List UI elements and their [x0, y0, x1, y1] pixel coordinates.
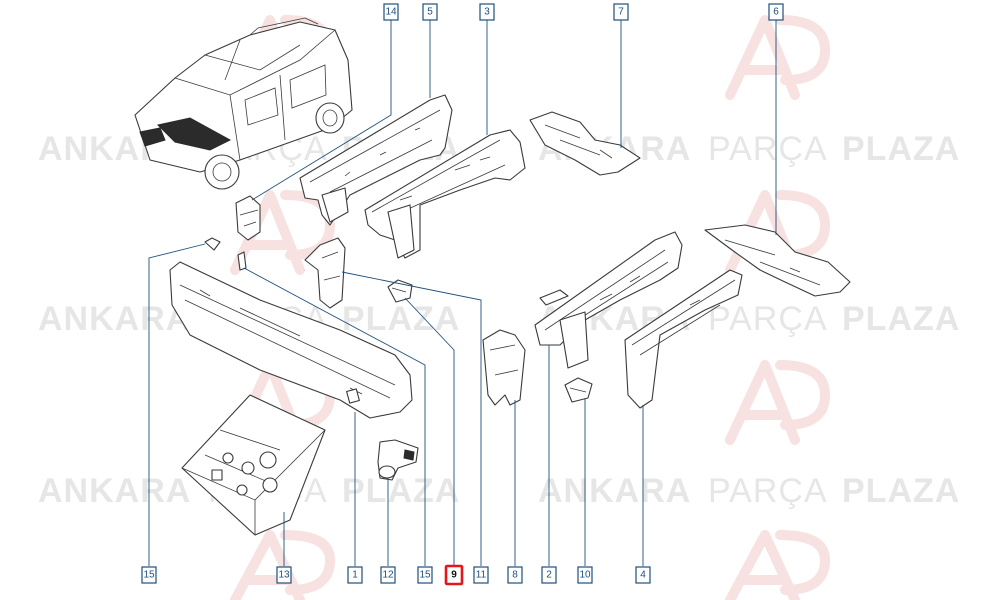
- watermark-word: PLAZA: [842, 130, 960, 168]
- watermark-word: PLAZA: [342, 472, 460, 510]
- svg-text:4: 4: [640, 570, 646, 581]
- svg-text:1: 1: [352, 570, 358, 581]
- watermark-logo-icon: [725, 360, 830, 445]
- callout-12: 12: [380, 566, 396, 584]
- callout-8: 8: [507, 566, 523, 584]
- svg-text:14: 14: [385, 7, 397, 18]
- svg-text:7: 7: [618, 7, 624, 18]
- watermark-word: PLAZA: [342, 300, 460, 338]
- svg-text:9: 9: [451, 570, 457, 581]
- part-1-cross-member: [169, 261, 413, 419]
- watermark-logo-icon: [725, 530, 830, 600]
- watermark-word: PLAZA: [842, 300, 960, 338]
- callout-9-highlighted: 9: [444, 564, 464, 586]
- part-13-fastener-kit: [181, 394, 326, 536]
- callout-11: 11: [473, 566, 489, 584]
- part-10-clip: [564, 377, 593, 403]
- watermark-word: ANKARA: [38, 472, 191, 510]
- svg-text:13: 13: [278, 570, 290, 581]
- callout-10: 10: [577, 566, 593, 584]
- watermark-word: PLAZA: [842, 472, 960, 510]
- watermark-word: ANKARA: [38, 300, 191, 338]
- callout-1: 1: [347, 566, 363, 584]
- callout-2: 2: [541, 566, 557, 584]
- svg-text:2: 2: [546, 570, 552, 581]
- watermark-word: PARÇA: [708, 472, 828, 510]
- svg-text:15: 15: [143, 570, 155, 581]
- part-6-wheel-arch-panel: [704, 224, 851, 297]
- callout-15-left: 15: [141, 566, 157, 584]
- part-3-side-member: [364, 129, 526, 259]
- svg-text:10: 10: [579, 570, 591, 581]
- part-8-bracket: [482, 329, 526, 406]
- part-7-wheel-arch-panel: [529, 111, 641, 176]
- callout-6: 6: [768, 3, 784, 21]
- part-2-side-member: [534, 231, 683, 369]
- svg-text:8: 8: [512, 570, 518, 581]
- svg-text:12: 12: [382, 570, 394, 581]
- part-4-rail: [624, 269, 743, 409]
- watermark-word: PARÇA: [708, 300, 828, 338]
- vehicle-reference-drawing: [134, 17, 353, 190]
- watermark-logo-icon: [725, 15, 830, 100]
- callout-3: 3: [479, 3, 495, 21]
- part-5-upper-rail: [299, 94, 453, 226]
- watermark-word: PARÇA: [708, 130, 828, 168]
- part-15-fastener: [204, 237, 247, 271]
- svg-text:11: 11: [476, 570, 487, 581]
- watermark-word: ANKARA: [538, 472, 691, 510]
- leader-lines: [148, 20, 777, 566]
- part-14-bracket: [235, 195, 261, 241]
- svg-text:3: 3: [484, 7, 490, 18]
- callout-5: 5: [422, 3, 438, 21]
- callout-13: 13: [276, 566, 292, 584]
- callout-4: 4: [635, 566, 651, 584]
- part-11-bracket: [304, 237, 346, 309]
- callout-15-right: 15: [417, 566, 433, 584]
- svg-text:15: 15: [419, 570, 431, 581]
- part-9-clip: [387, 279, 413, 303]
- svg-text:6: 6: [773, 7, 779, 18]
- svg-text:5: 5: [427, 7, 433, 18]
- part-12-tow-hook: [377, 439, 419, 481]
- callout-7: 7: [613, 3, 629, 21]
- callout-14: 14: [383, 3, 399, 21]
